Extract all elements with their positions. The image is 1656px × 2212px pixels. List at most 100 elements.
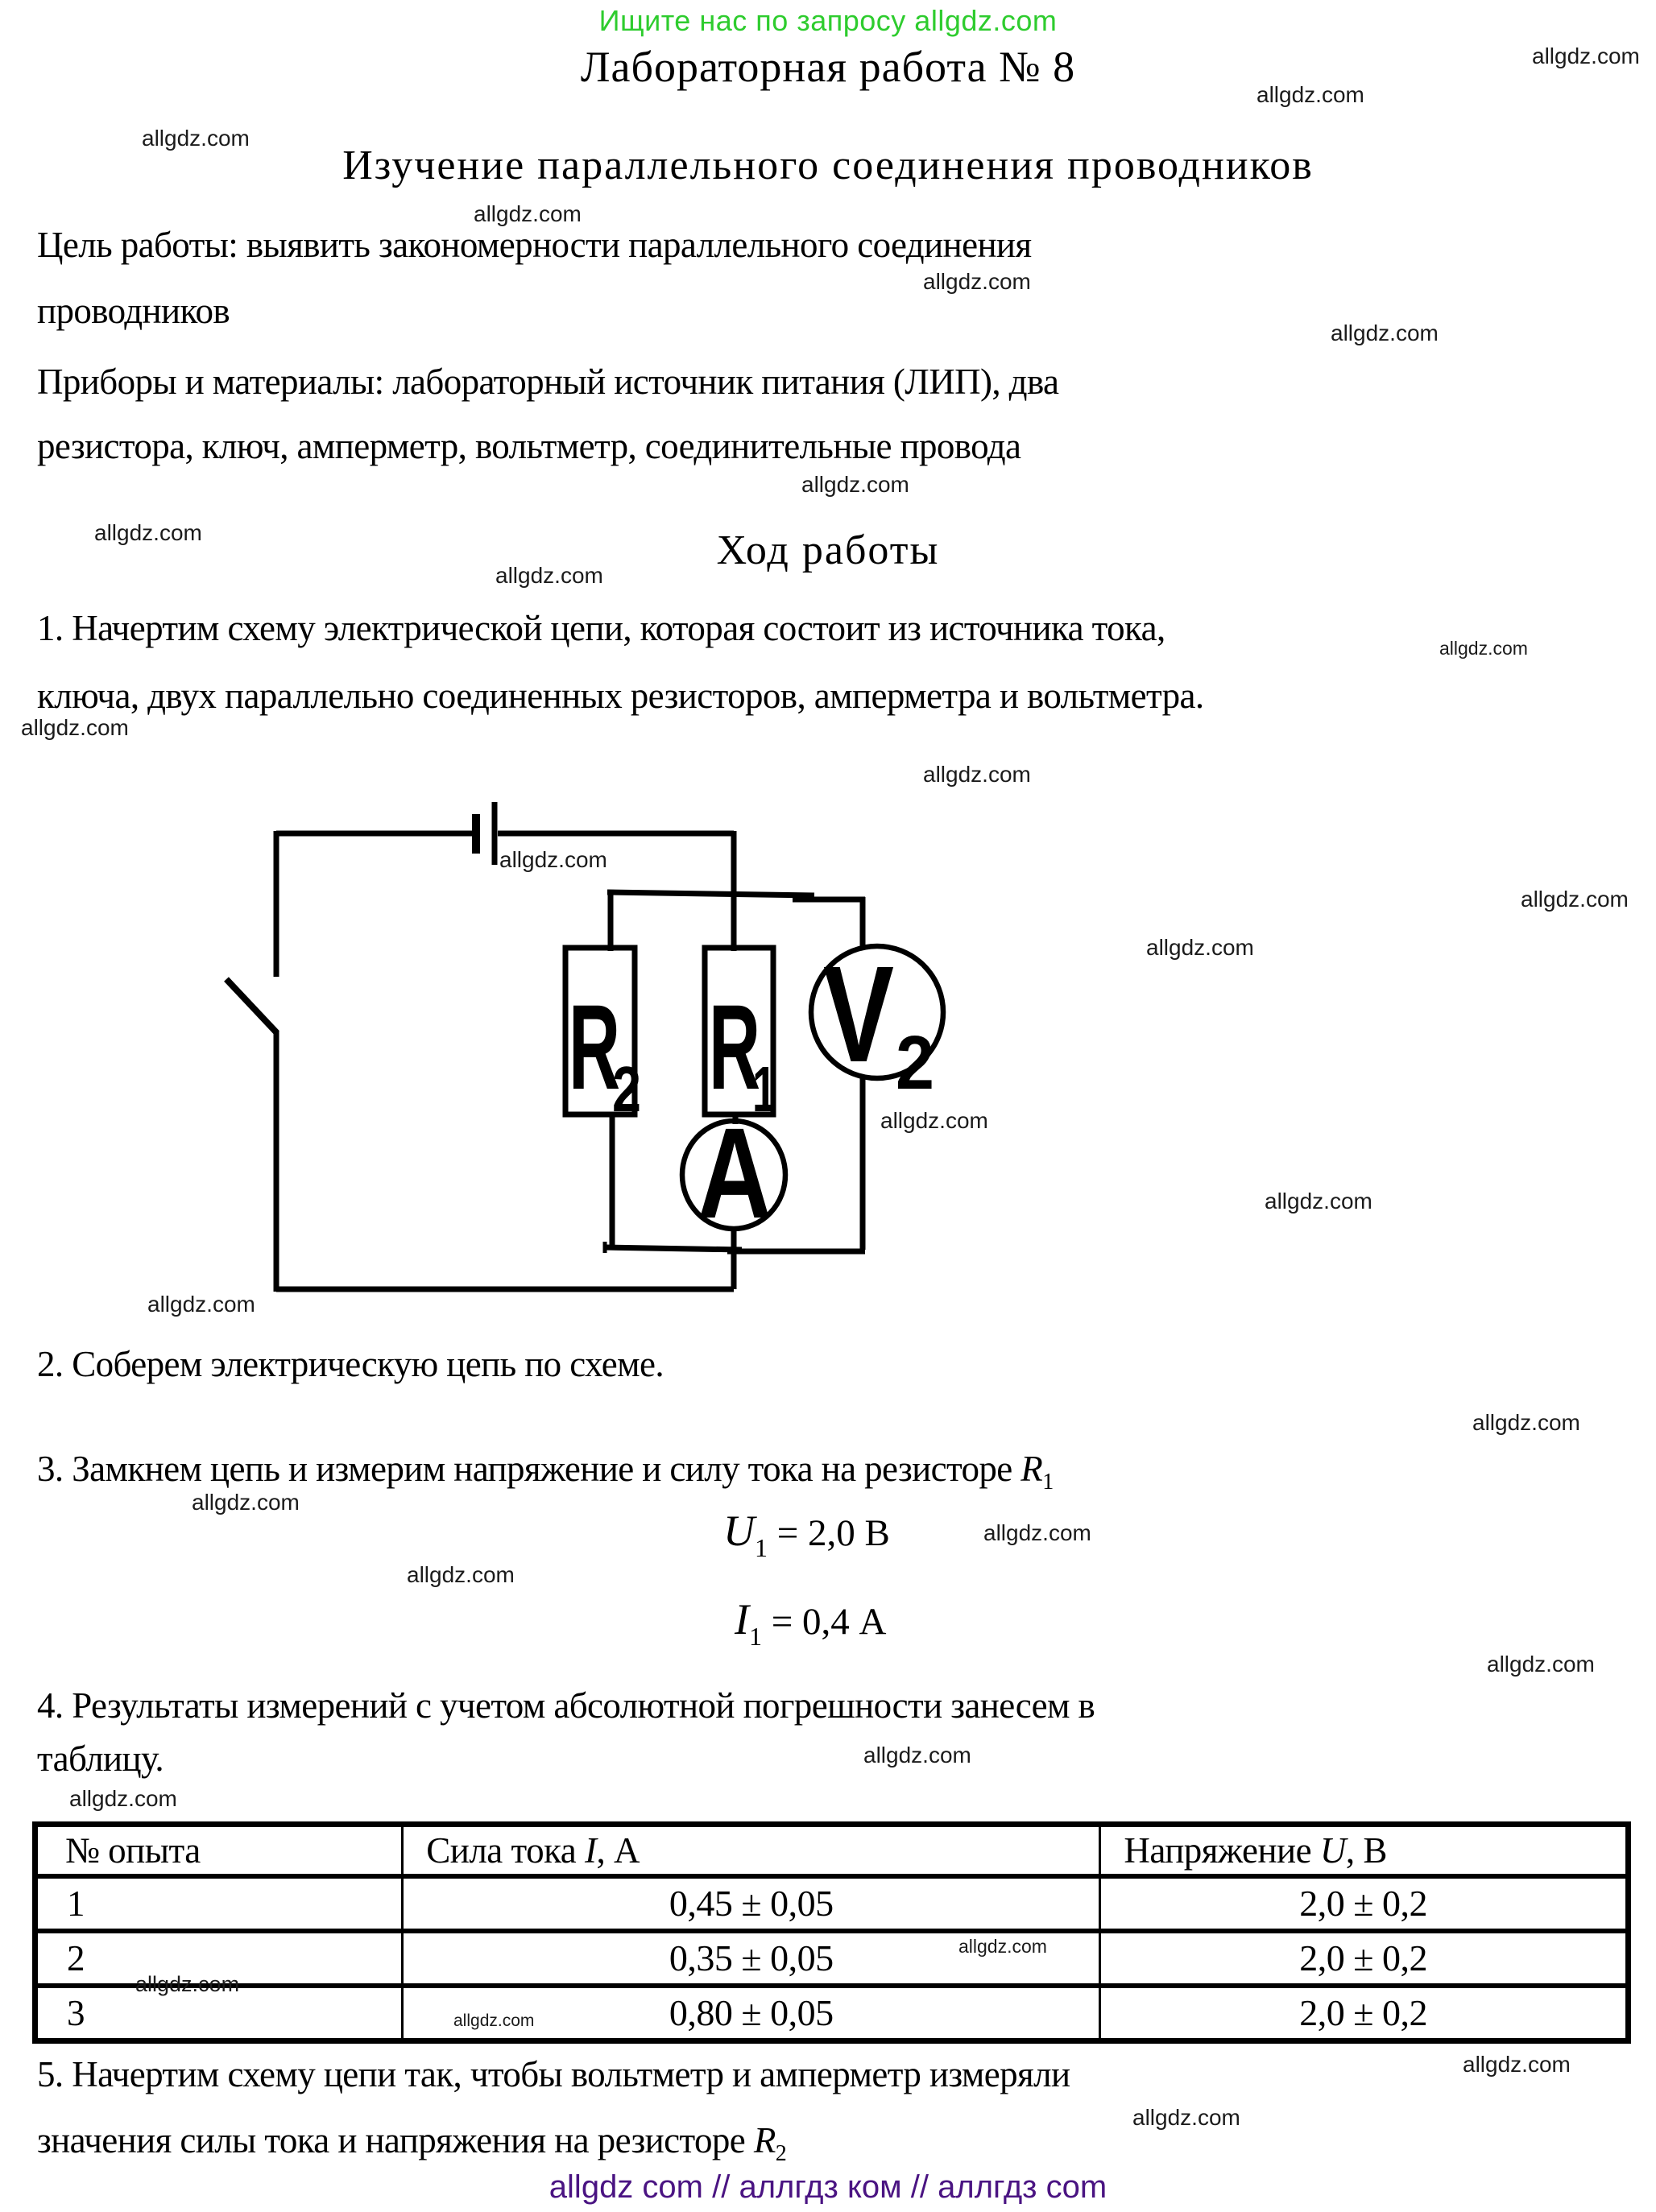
watermark: allgdz.com	[1132, 2105, 1240, 2130]
header-current-unit: , А	[596, 1830, 640, 1871]
watermark: allgdz.com	[880, 1108, 988, 1133]
row3-current: 0,80 ± 0,05	[401, 1983, 1100, 2041]
step1-line-1: 1. Начертим схему электрической цепи, ко…	[37, 608, 1165, 648]
battery-icon	[472, 802, 498, 865]
current-formula: I1 = 0,4 А	[735, 1598, 886, 1649]
current-variable: I	[735, 1595, 749, 1643]
step1-line-2: ключа, двух параллельно соединенных рези…	[37, 676, 1204, 716]
row2-voltage: 2,0 ± 0,2	[1099, 1928, 1629, 1986]
row1-voltage: 2,0 ± 0,2	[1099, 1873, 1629, 1931]
circuit-diagram: R 2 R 1 V 2 A	[224, 802, 946, 1292]
row1-number: 1	[35, 1873, 403, 1931]
voltmeter-label: V	[823, 938, 894, 1091]
watermark: allgdz.com	[142, 126, 250, 151]
row3-number: 3	[35, 1983, 403, 2041]
voltmeter-label-sub: 2	[896, 1020, 934, 1106]
equipment-line-2: резистора, ключ, амперметр, вольтметр, с…	[37, 426, 1021, 466]
resistor-r1-body	[702, 945, 776, 1118]
table-row: 3 0,80 ± 0,05 2,0 ± 0,2	[35, 1983, 1629, 2041]
header-current-variable: I	[584, 1830, 597, 1871]
equipment-line-1: Приборы и материалы: лабораторный источн…	[37, 362, 1059, 402]
step4-line-2: таблицу.	[37, 1739, 164, 1779]
step3-text: 3. Замкнем цепь и измерим напряжение и с…	[37, 1449, 1021, 1489]
switch-icon	[224, 977, 279, 1036]
table-row: 2 0,35 ± 0,05 2,0 ± 0,2	[35, 1928, 1629, 1986]
page-subtitle: Изучение параллельного соединения провод…	[342, 143, 1314, 188]
header-voltage-text: Напряжение	[1124, 1830, 1320, 1871]
wires	[273, 830, 866, 1292]
watermark: allgdz.com	[453, 2011, 535, 2030]
step5-text: значения силы тока и напряжения на резис…	[37, 2120, 754, 2160]
row2-current: 0,35 ± 0,05	[401, 1928, 1100, 1986]
voltage-value: = 2,0 В	[768, 1512, 890, 1554]
voltage-subscript: 1	[755, 1533, 768, 1562]
step3-subscript: 1	[1042, 1470, 1054, 1495]
watermark: allgdz.com	[801, 472, 909, 497]
row2-number: 2	[35, 1928, 403, 1986]
table-header-row: № опыта Сила тока I, А Напряжение U, В	[35, 1824, 1629, 1876]
voltmeter-circle	[808, 943, 946, 1081]
watermark: allgdz.com	[1487, 1652, 1595, 1677]
watermark: allgdz.com	[923, 762, 1031, 787]
procedure-heading: Ход работы	[716, 527, 940, 573]
watermark: allgdz.com	[495, 563, 603, 588]
watermark: allgdz.com	[1256, 82, 1364, 107]
watermark: allgdz.com	[1146, 935, 1254, 960]
watermark: allgdz.com	[923, 269, 1031, 294]
resistor-r2-label-sub: 2	[612, 1053, 641, 1125]
watermark: allgdz.com	[1439, 638, 1528, 659]
watermark: allgdz.com	[147, 1292, 255, 1317]
wire-inner-bar-1	[604, 1244, 743, 1253]
page-title: Лабораторная работа № 8	[580, 43, 1076, 91]
watermark: allgdz.com	[1265, 1189, 1372, 1213]
step5-line-1: 5. Начертим схему цепи так, чтобы вольтм…	[37, 2054, 1070, 2094]
step5-line-2: значения силы тока и напряжения на резис…	[37, 2120, 787, 2166]
watermark: allgdz.com	[94, 520, 202, 545]
watermark: allgdz.com	[1463, 2052, 1571, 2077]
header-voltage-unit: , В	[1345, 1830, 1388, 1871]
header-experiment-number: № опыта	[65, 1830, 201, 1871]
resistor-r1-label-sub: 1	[752, 1053, 776, 1125]
watermark: allgdz.com	[1331, 320, 1439, 345]
watermark: allgdz.com	[135, 1972, 240, 1996]
step3-variable: R	[1021, 1449, 1043, 1489]
promo-banner: Ищите нас по запросу allgdz.com	[598, 4, 1058, 37]
footer-sites: allgdz com // аллгдз ком // аллгдз com	[549, 2169, 1107, 2205]
voltage-variable: U	[723, 1507, 755, 1555]
ammeter-circle	[679, 1118, 789, 1232]
step3-line: 3. Замкнем цепь и измерим напряжение и с…	[37, 1451, 1054, 1494]
current-value: = 0,4 А	[761, 1601, 887, 1643]
row1-current: 0,45 ± 0,05	[401, 1873, 1100, 1931]
watermark: allgdz.com	[1472, 1410, 1580, 1435]
row3-voltage: 2,0 ± 0,2	[1099, 1983, 1629, 2041]
goal-line-2: проводников	[37, 291, 230, 331]
watermark: allgdz.com	[1521, 887, 1629, 912]
watermark: allgdz.com	[499, 847, 607, 872]
step5-subscript: 2	[775, 2141, 787, 2166]
header-voltage-variable: U	[1319, 1830, 1347, 1871]
watermark: allgdz.com	[21, 715, 129, 740]
step2-line: 2. Соберем электрическую цепь по схеме.	[37, 1344, 664, 1384]
ammeter-label: A	[698, 1101, 772, 1245]
header-voltage: Напряжение U, В	[1099, 1824, 1629, 1876]
voltage-formula: U1 = 2,0 В	[723, 1509, 890, 1561]
watermark: allgdz.com	[863, 1743, 971, 1768]
resistor-r2-label: R	[569, 979, 620, 1114]
resistor-r2-body	[562, 945, 638, 1118]
watermark: allgdz.com	[69, 1786, 177, 1811]
current-subscript: 1	[748, 1622, 762, 1651]
measurement-table: № опыта Сила тока I, А Напряжение U, В 1…	[32, 1821, 1631, 2044]
step4-line-1: 4. Результаты измерений с учетом абсолют…	[37, 1685, 1095, 1726]
goal-line-1: Цель работы: выявить закономерности пара…	[37, 225, 1032, 265]
watermark: allgdz.com	[407, 1562, 515, 1587]
watermark: allgdz.com	[1532, 43, 1640, 68]
table-row: 1 0,45 ± 0,05 2,0 ± 0,2	[35, 1873, 1629, 1931]
header-current-text: Сила тока	[426, 1830, 585, 1871]
watermark: allgdz.com	[983, 1520, 1091, 1545]
resistor-r1-label: R	[709, 979, 760, 1114]
watermark: allgdz.com	[192, 1490, 300, 1515]
watermark: allgdz.com	[474, 201, 582, 226]
header-current: Сила тока I, А	[401, 1824, 1100, 1876]
step5-variable: R	[753, 2120, 776, 2160]
